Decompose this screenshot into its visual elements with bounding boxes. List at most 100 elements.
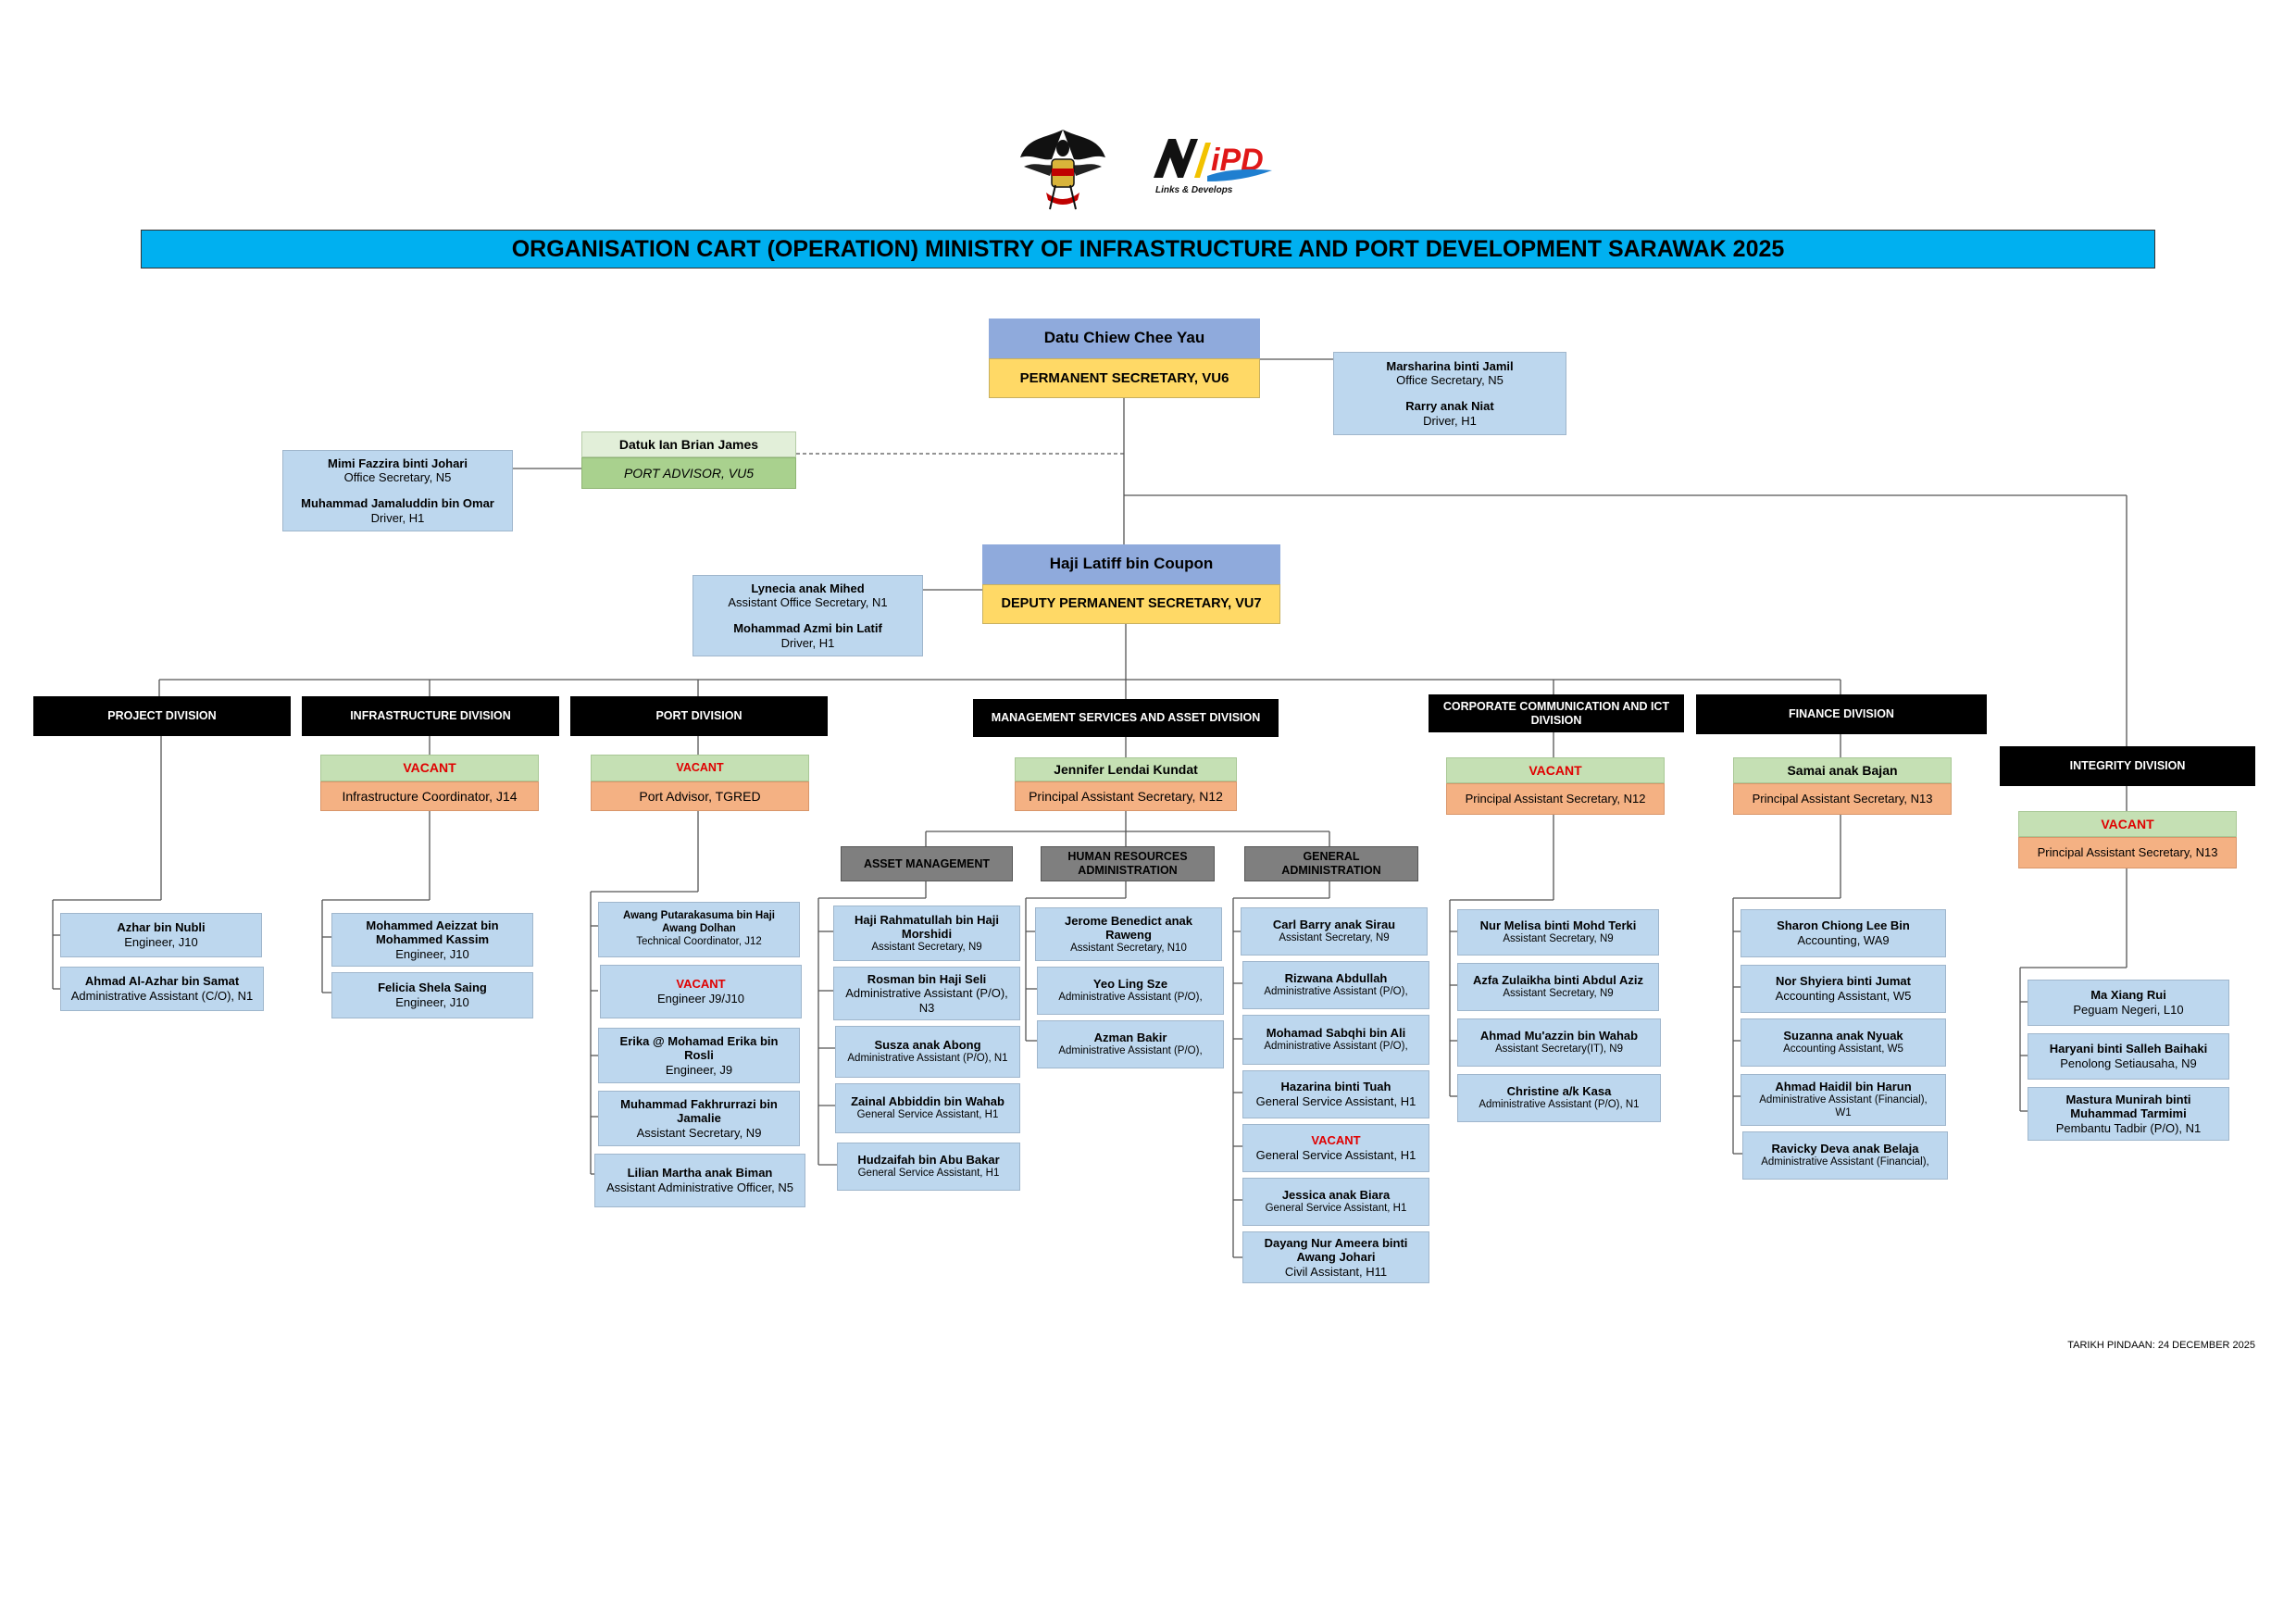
staff-post: Engineer, J10 — [395, 946, 469, 961]
port-advisor-post: PORT ADVISOR, VU5 — [581, 457, 796, 489]
staff-post: Administrative Assistant (Financial), W1 — [1759, 1094, 1928, 1118]
staff-name: Carl Barry anak Sirau — [1272, 918, 1396, 932]
hr-staff-1: Jerome Benedict anak Raweng Assistant Se… — [1035, 907, 1222, 961]
staff-name: Ahmad Haidil bin Harun — [1775, 1080, 1912, 1094]
staff-post: General Service Assistant, H1 — [857, 1167, 1000, 1179]
staff-name: Hazarina binti Tuah — [1280, 1080, 1391, 1094]
staff-post: Assistant Secretary, N9 — [636, 1125, 762, 1140]
staff-name: Nur Melisa binti Mohd Terki — [1479, 918, 1637, 933]
integrity-staff-3: Mastura Munirah binti Muhammad Tarmimi P… — [2028, 1087, 2229, 1141]
asset-staff-4: Zainal Abbiddin bin Wahab General Servic… — [835, 1083, 1020, 1133]
staff-post: Office Secretary, N5 — [1396, 373, 1504, 388]
staff-post: Civil Assistant, H11 — [1284, 1264, 1388, 1279]
staff-post: General Service Assistant, H1 — [1255, 1094, 1416, 1108]
staff-name: Lynecia anak Mihed — [751, 581, 865, 595]
staff-post: Administrative Assistant (P/O), N1 — [847, 1052, 1008, 1064]
port-advisor-name: Datuk Ian Brian James — [581, 431, 796, 457]
staff-post: Engineer, J10 — [395, 995, 469, 1009]
corporate-head-name: VACANT — [1446, 757, 1665, 783]
staff-post: Administrative Assistant (P/O), — [1264, 1040, 1408, 1052]
staff-name: Mimi Fazzira binti Johari — [328, 456, 468, 470]
finance-head-name: Samai anak Bajan — [1733, 757, 1952, 783]
staff-name: Haji Rahmatullah bin Haji Morshidi — [854, 912, 1000, 942]
staff-post: General Service Assistant, H1 — [856, 1108, 999, 1120]
advisor-staff-box: Mimi Fazzira binti Johari Office Secreta… — [282, 450, 513, 531]
staff-name: Sharon Chiong Lee Bin — [1777, 918, 1910, 933]
staff-name: Lilian Martha anak Biman — [627, 1166, 773, 1181]
staff-post: Engineer J9/J10 — [657, 992, 744, 1006]
asset-staff-1: Haji Rahmatullah bin Haji Morshidi Assis… — [833, 906, 1020, 961]
infrastructure-staff-1: Mohammed Aeizzat bin Mohammed Kassim Eng… — [331, 913, 533, 967]
staff-name: Suzanna anak Nyuak — [1783, 1029, 1903, 1043]
staff-name: Rizwana Abdullah — [1284, 971, 1388, 986]
port-head-name: VACANT — [591, 755, 809, 781]
staff-name: Awang Putarakasuma bin Haji Awang Dolhan — [622, 910, 776, 935]
finance-staff-5: Ravicky Deva anak Belaja Administrative … — [1742, 1131, 1948, 1180]
ps-name: Datu Chiew Chee Yau — [989, 319, 1260, 358]
staff-name: Zainal Abbiddin bin Wahab — [851, 1094, 1004, 1109]
staff-name: Susza anak Abong — [874, 1038, 981, 1053]
port-head-post: Port Advisor, TGRED — [591, 781, 809, 811]
staff-name: VACANT — [676, 977, 726, 992]
staff-post: Accounting, WA9 — [1797, 933, 1890, 947]
asset-staff-5: Hudzaifah bin Abu Bakar General Service … — [837, 1143, 1020, 1191]
staff-post: Administrative Assistant (P/O), — [1058, 1044, 1203, 1056]
general-staff-6: Jessica anak Biara General Service Assis… — [1242, 1178, 1429, 1226]
staff-post: Peguam Negeri, L10 — [2073, 1003, 2184, 1017]
staff-post: Accounting Assistant, W5 — [1783, 1043, 1903, 1055]
staff-name: Mohammad Azmi bin Latif — [733, 621, 882, 635]
staff-post: Assistant Office Secretary, N1 — [728, 595, 888, 610]
staff-post: General Service Assistant, H1 — [1255, 1148, 1416, 1162]
general-staff-7: Dayang Nur Ameera binti Awang Johari Civ… — [1242, 1231, 1429, 1283]
general-staff-4: Hazarina binti Tuah General Service Assi… — [1242, 1070, 1429, 1118]
corporate-head-post: Principal Assistant Secretary, N12 — [1446, 783, 1665, 815]
staff-name: Jerome Benedict anak Raweng — [1064, 913, 1192, 943]
corporate-staff-1: Nur Melisa binti Mohd Terki Assistant Se… — [1457, 909, 1659, 956]
staff-post: Assistant Secretary, N9 — [1503, 932, 1614, 944]
asset-staff-3: Susza anak Abong Administrative Assistan… — [835, 1026, 1020, 1078]
staff-name: Jessica anak Biara — [1281, 1188, 1391, 1203]
staff-post: Engineer, J10 — [124, 935, 198, 949]
corporate-division-header: CORPORATE COMMUNICATION AND ICT DIVISION — [1429, 694, 1684, 732]
finance-staff-2: Nor Shyiera binti Jumat Accounting Assis… — [1741, 965, 1946, 1013]
staff-post: Assistant Secretary, N10 — [1070, 942, 1187, 954]
corporate-staff-4: Christine a/k Kasa Administrative Assist… — [1457, 1074, 1661, 1122]
staff-name: Ma Xiang Rui — [2090, 988, 2166, 1003]
general-administration-header: GENERAL ADMINISTRATION — [1244, 846, 1418, 881]
deputy-name: Haji Latiff bin Coupon — [982, 544, 1280, 584]
project-staff-1: Azhar bin Nubli Engineer, J10 — [60, 913, 262, 957]
general-staff-3: Mohamad Sabqhi bin Ali Administrative As… — [1242, 1015, 1429, 1065]
integrity-staff-1: Ma Xiang Rui Peguam Negeri, L10 — [2028, 980, 2229, 1026]
ps-staff-box: Marsharina binti Jamil Office Secretary,… — [1333, 352, 1566, 435]
general-staff-1: Carl Barry anak Sirau Assistant Secretar… — [1241, 907, 1428, 956]
project-division-header: PROJECT DIVISION — [33, 696, 291, 736]
port-advisor-post-label: PORT ADVISOR, VU5 — [623, 465, 755, 481]
staff-name: Muhammad Fakhrurrazi bin Jamalie — [620, 1096, 778, 1126]
staff-post: Administrative Assistant (P/O), — [1264, 985, 1408, 997]
staff-post: Administrative Assistant (P/O), N3 — [845, 986, 1008, 1015]
infrastructure-head-post: Infrastructure Coordinator, J14 — [320, 781, 539, 811]
staff-post: Pembantu Tadbir (P/O), N1 — [2055, 1120, 2202, 1135]
staff-post: Office Secretary, N5 — [343, 470, 452, 485]
port-division-header: PORT DIVISION — [570, 696, 828, 736]
chart-title: ORGANISATION CART (OPERATION) MINISTRY O… — [141, 230, 2155, 269]
asset-management-header: ASSET MANAGEMENT — [841, 846, 1013, 881]
staff-name: Muhammad Jamaluddin bin Omar — [301, 496, 494, 510]
staff-name: Ravicky Deva anak Belaja — [1771, 1142, 1919, 1156]
staff-name: Marsharina binti Jamil — [1386, 358, 1514, 373]
integrity-staff-2: Haryani binti Salleh Baihaki Penolong Se… — [2028, 1033, 2229, 1080]
corporate-staff-2: Azfa Zulaikha binti Abdul Aziz Assistant… — [1457, 963, 1659, 1011]
management-head-name: Jennifer Lendai Kundat — [1015, 757, 1237, 781]
staff-name: Dayang Nur Ameera binti Awang Johari — [1264, 1235, 1408, 1265]
staff-name: Ahmad Mu'azzin bin Wahab — [1479, 1029, 1639, 1043]
finance-staff-4: Ahmad Haidil bin Harun Administrative As… — [1741, 1074, 1946, 1126]
staff-post: Administrative Assistant (C/O), N1 — [70, 989, 254, 1003]
staff-post: Technical Coordinator, J12 — [636, 935, 762, 947]
staff-name: Christine a/k Kasa — [1506, 1084, 1612, 1099]
integrity-head-name: VACANT — [2018, 811, 2237, 837]
general-staff-5: VACANT General Service Assistant, H1 — [1242, 1124, 1429, 1172]
infrastructure-division-header: INFRASTRUCTURE DIVISION — [302, 696, 559, 736]
staff-name: Rosman bin Haji Seli — [867, 971, 987, 986]
